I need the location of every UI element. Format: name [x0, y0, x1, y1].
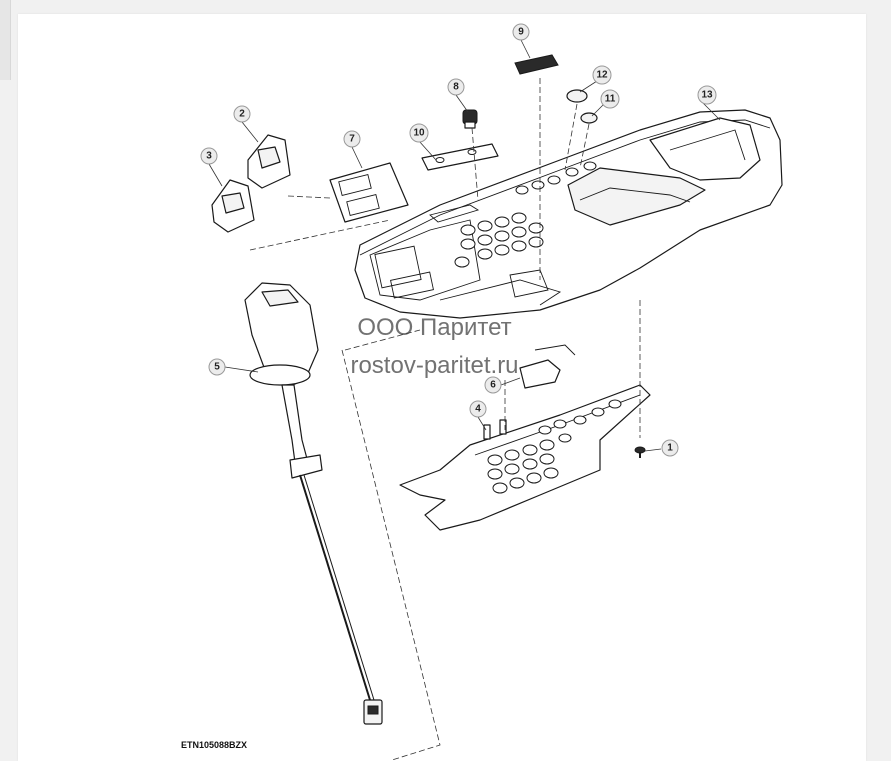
- base-frame: [399, 384, 651, 531]
- callout-3: 3: [200, 147, 218, 165]
- callout-7: 7: [343, 130, 361, 148]
- callout-9: 9: [512, 23, 530, 41]
- svg-text:1: 1: [667, 443, 673, 454]
- svg-text:10: 10: [413, 128, 425, 139]
- pin-set: [483, 419, 507, 440]
- cap-large: [566, 89, 588, 103]
- callout-2: 2: [233, 105, 251, 123]
- reference-code: ETN105088BZX: [181, 740, 248, 750]
- cap-small: [580, 112, 598, 124]
- svg-text:7: 7: [349, 134, 355, 145]
- cover-strip: [514, 54, 559, 75]
- svg-text:12: 12: [596, 70, 608, 81]
- callout-1: 1: [661, 439, 679, 457]
- svg-text:3: 3: [206, 151, 212, 162]
- callout-13: 13: [697, 85, 717, 105]
- rotary-knob: [462, 109, 478, 129]
- svg-text:8: 8: [453, 82, 459, 93]
- page-side-strip: [0, 0, 11, 80]
- callout-11: 11: [600, 89, 620, 109]
- callout-8: 8: [447, 78, 465, 96]
- callout-6: 6: [484, 376, 502, 394]
- svg-text:4: 4: [475, 404, 481, 415]
- console-button-grid: [454, 161, 597, 268]
- switch-panel: [329, 162, 409, 223]
- console-housing: [354, 109, 783, 319]
- svg-text:9: 9: [518, 27, 524, 38]
- callout-10: 10: [409, 123, 429, 143]
- callout-5: 5: [208, 358, 226, 376]
- svg-text:5: 5: [214, 362, 220, 373]
- switch-cap-lower: [211, 179, 255, 233]
- mounting-bracket: [519, 359, 561, 389]
- assembly-lines: [249, 78, 641, 761]
- switch-cap-upper: [247, 134, 291, 189]
- svg-text:2: 2: [239, 109, 245, 120]
- callout-4: 4: [469, 400, 487, 418]
- svg-text:6: 6: [490, 380, 496, 391]
- screw: [634, 446, 646, 458]
- joystick-lever: [244, 282, 383, 725]
- svg-text:11: 11: [605, 94, 616, 105]
- svg-text:13: 13: [701, 90, 713, 101]
- callout-12: 12: [592, 65, 612, 85]
- leader-lines: [208, 39, 721, 452]
